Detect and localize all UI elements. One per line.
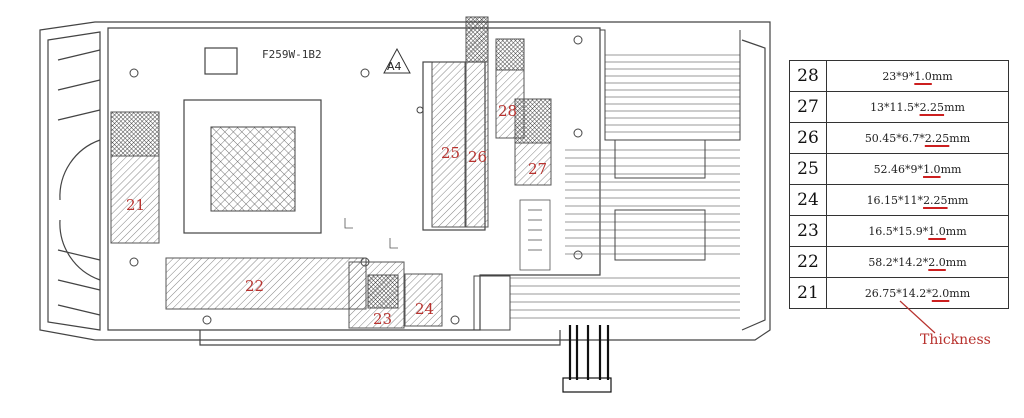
pad-unit: mm [949, 131, 971, 145]
pad-unit: mm [940, 162, 962, 176]
table-row: 25 52.46*9*1.0mm [789, 153, 1009, 185]
pad-thickness: 2.25 [919, 100, 945, 114]
pad-unit: mm [945, 255, 967, 269]
thermal-pad-28 [495, 69, 525, 139]
pad-unit: mm [945, 224, 967, 238]
pad-size: 16.5*15.9* [868, 224, 929, 238]
vrm-components [344, 199, 551, 271]
pad-thickness: 1.0 [914, 69, 932, 83]
table-row: 23 16.5*15.9*1.0mm [789, 215, 1009, 247]
thermal-pad-26-top [465, 16, 489, 63]
fan-connector [562, 325, 612, 393]
pad-dimensions: 23*9*1.0mm [826, 60, 1009, 92]
pad-thickness: 1.0 [928, 224, 946, 238]
table-row: 26 50.45*6.7*2.25mm [789, 122, 1009, 154]
thermal-pad-24 [404, 273, 443, 327]
pad-label-26: 26 [468, 148, 487, 166]
mounting-holes [129, 35, 583, 325]
table-row: 24 16.15*11*2.25mm [789, 184, 1009, 216]
pad-size: 16.15*11* [866, 193, 924, 207]
thickness-label: Thickness [920, 332, 991, 348]
heatsink-outline [473, 29, 741, 331]
pad-dimensions: 58.2*14.2*2.0mm [826, 246, 1009, 278]
pad-unit: mm [949, 286, 971, 300]
table-row: 21 26.75*14.2*2.0mm [789, 277, 1009, 309]
pad-size: 26.75*14.2* [864, 286, 932, 300]
pad-index: 23 [789, 215, 827, 247]
thermal-pad-28-top [495, 38, 525, 71]
pad-size: 23*9* [882, 69, 915, 83]
pad-size: 52.46*9* [873, 162, 924, 176]
pad-unit: mm [931, 69, 953, 83]
pad-thickness: 2.0 [928, 255, 946, 269]
pad-size: 50.45*6.7* [864, 131, 925, 145]
pad-size: 58.2*14.2* [868, 255, 929, 269]
pad-dimensions: 50.45*6.7*2.25mm [826, 122, 1009, 154]
thermal-pad-22 [165, 257, 367, 310]
pad-dimensions: 16.5*15.9*1.0mm [826, 215, 1009, 247]
pad-label-24: 24 [415, 300, 434, 318]
thermal-pad-21 [110, 155, 160, 244]
cooler-shroud [39, 21, 771, 341]
table-row: 22 58.2*14.2*2.0mm [789, 246, 1009, 278]
pad-dimensions: 52.46*9*1.0mm [826, 153, 1009, 185]
gpu-package [183, 99, 322, 234]
pad-index: 21 [789, 277, 827, 309]
thermal-pad-23-core [367, 274, 399, 309]
thermal-pad-spec-table: 28 23*9*1.0mm 27 13*11.5*2.25mm 26 50.45… [789, 60, 1009, 309]
pad-label-23: 23 [373, 310, 392, 328]
pad-thickness: 2.25 [924, 131, 950, 145]
pad-label-27: 27 [528, 160, 547, 178]
pad-size: 13*11.5* [870, 100, 920, 114]
pad-label-22: 22 [245, 277, 264, 295]
pad-label-21: 21 [126, 196, 145, 214]
board-label: F259W-1B2 [262, 48, 322, 61]
pad-thickness: 2.25 [923, 193, 948, 207]
pad-label-25: 25 [441, 144, 460, 162]
table-row: 28 23*9*1.0mm [789, 60, 1009, 92]
pad-label-28: 28 [498, 102, 517, 120]
pad-index: 27 [789, 91, 827, 123]
a4-marker: A4 [387, 60, 402, 73]
pad-thickness: 2.0 [931, 286, 950, 300]
pad-index: 26 [789, 122, 827, 154]
pad-unit: mm [944, 100, 965, 114]
thermal-pad-21-top [110, 111, 160, 157]
a4-marker-triangle [383, 47, 411, 74]
pad-dimensions: 16.15*11*2.25mm [826, 184, 1009, 216]
thermal-pad-25 [431, 61, 466, 228]
pad-unit: mm [947, 193, 969, 207]
pad-dimensions: 13*11.5*2.25mm [826, 91, 1009, 123]
table-row: 27 13*11.5*2.25mm [789, 91, 1009, 123]
pad-thickness: 1.0 [923, 162, 941, 176]
pad-dimensions: 26.75*14.2*2.0mm [826, 277, 1009, 309]
pad-index: 25 [789, 153, 827, 185]
heatsink-fins [510, 54, 740, 319]
